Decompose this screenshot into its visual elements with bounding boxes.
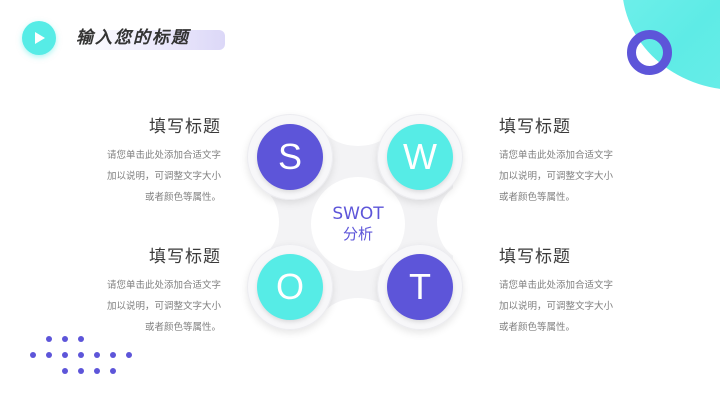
text-block-top-right: 填写标题 请您单击此处添加合适文字 加以说明，可调整文字大小 或者颜色等属性。: [499, 112, 639, 208]
block-line[interactable]: 或者颜色等属性。: [144, 322, 221, 333]
center-sublabel[interactable]: 分析: [342, 225, 373, 243]
text-block-bottom-right: 填写标题 请您单击此处添加合适文字 加以说明，可调整文字大小 或者颜色等属性。: [499, 242, 639, 338]
title-highlight-bar: [70, 30, 225, 50]
block-title[interactable]: 填写标题: [149, 117, 221, 137]
letter-o[interactable]: O: [257, 254, 323, 320]
block-title[interactable]: 填写标题: [499, 247, 571, 267]
letter-t[interactable]: T: [387, 254, 453, 320]
block-line[interactable]: 加以说明，可调整文字大小: [106, 171, 221, 182]
letter-w[interactable]: W: [387, 124, 453, 190]
block-line[interactable]: 加以说明，可调整文字大小: [499, 301, 614, 312]
quadrant-o: O: [247, 244, 333, 330]
block-line[interactable]: 请您单击此处添加合适文字: [106, 280, 221, 291]
letter-s[interactable]: S: [257, 124, 323, 190]
page-title[interactable]: 输入您的标题: [76, 28, 190, 48]
block-line[interactable]: 或者颜色等属性。: [499, 322, 576, 333]
swot-diagram: SWOT 分析 S W O T: [219, 86, 497, 358]
text-block-top-left: 填写标题 请您单击此处添加合适文字 加以说明，可调整文字大小 或者颜色等属性。: [81, 112, 221, 208]
decorative-ring: [627, 30, 672, 75]
block-line[interactable]: 加以说明，可调整文字大小: [499, 171, 614, 182]
block-title[interactable]: 填写标题: [149, 247, 221, 267]
quadrant-t: T: [377, 244, 463, 330]
block-line[interactable]: 或者颜色等属性。: [499, 192, 576, 203]
play-button[interactable]: [22, 21, 56, 55]
notch: [219, 184, 279, 260]
notch: [437, 184, 497, 260]
text-block-bottom-left: 填写标题 请您单击此处添加合适文字 加以说明，可调整文字大小 或者颜色等属性。: [81, 242, 221, 338]
block-title[interactable]: 填写标题: [499, 117, 571, 137]
play-icon: [35, 32, 45, 44]
block-line[interactable]: 请您单击此处添加合适文字: [106, 150, 221, 161]
quadrant-w: W: [377, 114, 463, 200]
block-line[interactable]: 或者颜色等属性。: [144, 192, 221, 203]
block-line[interactable]: 加以说明，可调整文字大小: [106, 301, 221, 312]
block-line[interactable]: 请您单击此处添加合适文字: [499, 150, 614, 161]
center-label[interactable]: SWOT: [332, 204, 384, 224]
quadrant-s: S: [247, 114, 333, 200]
block-line[interactable]: 请您单击此处添加合适文字: [499, 280, 614, 291]
